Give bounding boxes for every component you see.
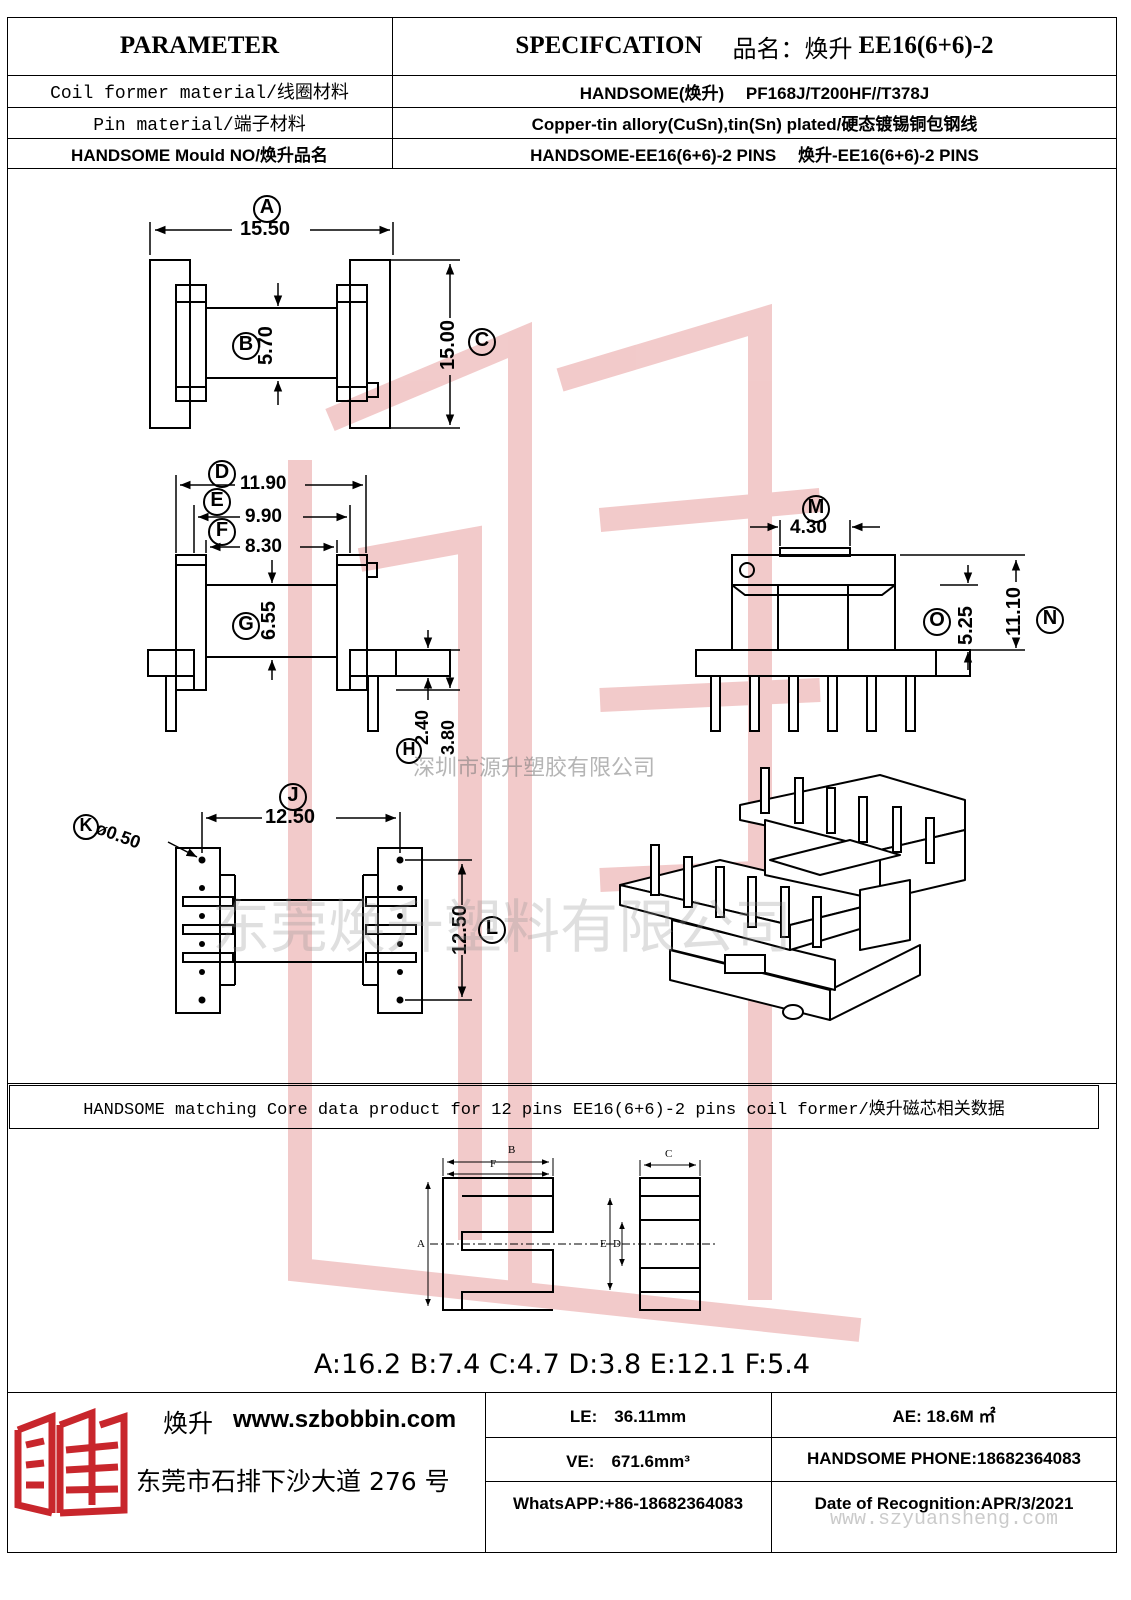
row-value-pin-material: Copper-tin allory(CuSn),tin(Sn) plated/硬…: [531, 115, 978, 134]
footer-ae: AE: 18.6M ㎡: [892, 1407, 996, 1426]
parameter-header: PARAMETER: [119, 32, 280, 59]
dim-letter-f: F: [208, 518, 236, 546]
footer-date: Date of Recognition:APR/3/2021: [814, 1493, 1074, 1513]
footer-line: [485, 1481, 1117, 1482]
core-label-d: D: [613, 1238, 621, 1250]
watermark-company-large: 东莞焕升塑料有限公司: [212, 895, 793, 960]
dim-value-f: 8.30: [245, 536, 282, 557]
dim-value-m: 4.30: [790, 517, 827, 538]
row-label-mould-no: HANDSOME Mould NO/焕升品名: [71, 145, 328, 165]
footer-line: [771, 1392, 772, 1553]
core-label-e: E: [600, 1238, 607, 1250]
dim-value-a: 15.50: [240, 218, 291, 240]
dim-letter-o: O: [923, 608, 951, 636]
core-title-box: [9, 1085, 1099, 1129]
product-name-model: EE16(6+6)-2: [858, 32, 994, 59]
dim-value-j: 12.50: [265, 806, 316, 828]
footer-le: LE: 36.11mm: [569, 1407, 687, 1426]
core-label-c: C: [665, 1148, 673, 1160]
dim-letter-c: C: [468, 328, 496, 356]
row-label-coil-material: Coil former material/线圈材料: [50, 84, 349, 104]
dim-value-b: 5.70: [255, 326, 277, 365]
core-label-a: A: [417, 1238, 425, 1250]
footer-line: [7, 1392, 1117, 1393]
row-value-mould-no: HANDSOME-EE16(6+6)-2 PINS 焕升-EE16(6+6)-2…: [530, 145, 979, 165]
dim-letter-m: M: [802, 495, 830, 523]
dim-value-e: 9.90: [245, 506, 282, 527]
dim-letter-j: J: [279, 783, 307, 811]
footer-line: [485, 1392, 486, 1553]
specification-header: SPECIFCATION 品名：焕升 EE16(6+6)-2: [392, 17, 1117, 75]
core-label-f: F: [490, 1158, 497, 1170]
row-label-pin-material: Pin material/端子材料: [93, 115, 306, 136]
section-line: [7, 1083, 1117, 1084]
row-value-coil-material: HANDSOME(焕升) PF168J/T200HF//T378J: [579, 83, 930, 103]
core-dimensions: A:16.2 B:7.4 C:4.7 D:3.8 E:12.1 F:5.4: [313, 1348, 811, 1380]
footer-brand: 焕升: [163, 1409, 214, 1438]
footer-whatsapp: WhatsAPP:+86-18682364083: [512, 1493, 744, 1513]
table-line: [392, 17, 393, 168]
dim-letter-g: G: [232, 612, 260, 640]
core-label-b: B: [508, 1144, 516, 1156]
dim-value-g: 6.55: [258, 601, 280, 640]
watermark-site: www.szyuansheng.com: [830, 1508, 1059, 1531]
dim-letter-a: A: [253, 195, 281, 223]
dim-letter-d: D: [208, 460, 236, 488]
dim-value-o: 5.25: [955, 606, 977, 645]
dim-value-h: 2.40: [412, 709, 432, 745]
dim-letter-n: N: [1036, 606, 1064, 634]
page-frame: [7, 17, 1117, 1553]
table-line: [7, 138, 1117, 139]
dim-letter-k: K: [73, 814, 99, 840]
footer-phone: HANDSOME PHONE:18682364083: [806, 1449, 1081, 1468]
footer-ve: VE: 671.6mm³: [566, 1451, 690, 1471]
footer-address: 东莞市石排下沙大道 276 号: [136, 1467, 450, 1496]
dim-value-d: 11.90: [240, 473, 287, 494]
core-section-title: HANDSOME matching Core data product for …: [83, 1101, 1005, 1120]
dim-letter-e: E: [203, 488, 231, 516]
dim-value-n: 11.10: [1003, 587, 1025, 636]
product-name-label: 品名：焕升: [732, 34, 853, 63]
company-logo: [14, 1407, 128, 1517]
watermark-company-small: 深圳市源升塑胶有限公司: [413, 755, 656, 780]
dim-letter-h: H: [396, 738, 422, 764]
dim-value-c: 15.00: [437, 319, 459, 370]
table-line: [7, 107, 1117, 108]
specification-label: SPECIFCATION: [515, 32, 703, 59]
table-line: [7, 168, 1117, 169]
footer-website[interactable]: www.szbobbin.com: [233, 1406, 457, 1433]
dim-letter-l: L: [478, 916, 506, 944]
table-line: [7, 75, 1117, 76]
footer-line: [485, 1437, 1117, 1438]
dim-letter-b: B: [232, 332, 260, 360]
